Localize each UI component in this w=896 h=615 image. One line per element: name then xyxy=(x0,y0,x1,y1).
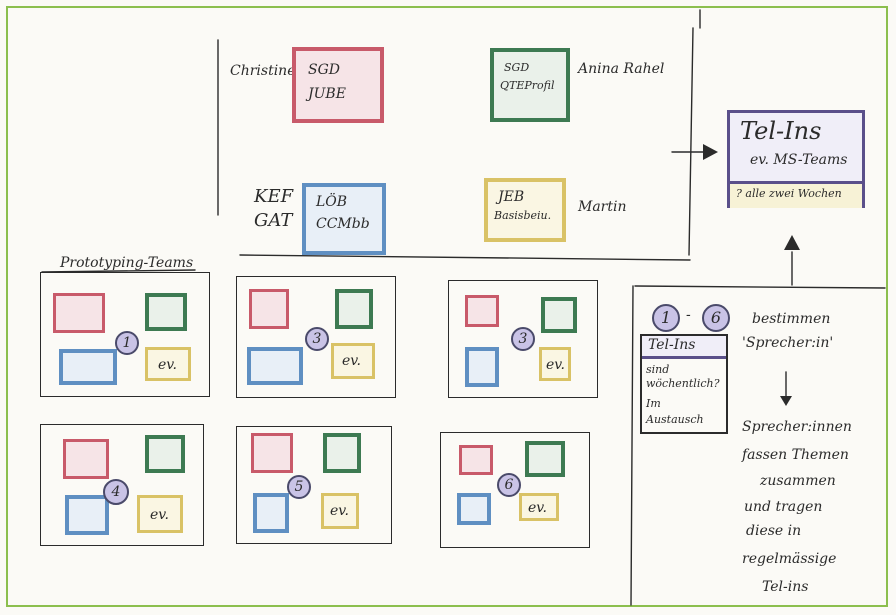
proto-group-5: ev. 5 xyxy=(236,426,392,544)
proto-group-1: ev. 1 xyxy=(40,272,210,397)
mid-horizontal-divider xyxy=(239,254,691,261)
tel-ins-card-line-4: Austausch xyxy=(646,413,704,426)
proto-1-number-badge: 1 xyxy=(115,331,139,355)
anina-team-line-1: SGD xyxy=(504,61,530,74)
page-frame xyxy=(6,6,888,607)
christine-name: Christine xyxy=(230,63,296,79)
prototyping-label: Prototyping-Teams xyxy=(60,255,194,271)
down-arrowhead xyxy=(780,396,792,406)
proto-group-3: ev. 3 xyxy=(448,280,598,398)
proto-2-green-box xyxy=(335,289,373,329)
kef-team-line-1: LÖB xyxy=(316,194,348,210)
proto-4-number-badge: 4 xyxy=(103,479,129,505)
tel-ins-top-footer-band: ? alle zwei Wochen xyxy=(730,181,862,208)
anina-name: Anina Rahel xyxy=(578,61,665,77)
tel-ins-card-title: Tel-Ins xyxy=(648,337,696,353)
martin-team-box: JEB Basisbeiu. xyxy=(484,178,566,242)
sprecher-line-4: und tragen xyxy=(744,499,823,515)
range-end-badge: 6 xyxy=(702,304,730,332)
martin-team-line-2: Basisbeiu. xyxy=(494,209,552,222)
proto-1-blue-box xyxy=(59,349,117,385)
sprecher-line-5: diese in xyxy=(746,523,802,539)
anina-team-line-2: QTEProfil xyxy=(500,79,555,92)
kef-team-box: LÖB CCMbb xyxy=(302,183,386,255)
proto-3-number-badge: 3 xyxy=(511,327,535,351)
proto-2-blue-box xyxy=(247,347,303,385)
kef-name-line-1: KEF xyxy=(254,186,294,207)
proto-2-yellow-box: ev. xyxy=(331,343,375,379)
martin-name: Martin xyxy=(578,199,627,215)
prototyping-underline xyxy=(41,269,196,273)
sprecher-line-6: regelmässige xyxy=(742,551,837,567)
tel-ins-card: Tel-Ins sind wöchentlich? Im Austausch xyxy=(640,334,728,434)
top-right-divider xyxy=(688,27,694,256)
range-dash: - xyxy=(686,307,691,323)
right-arrowhead xyxy=(703,144,718,160)
proto-2-ev: ev. xyxy=(342,353,361,369)
proto-group-6: ev. 6 xyxy=(440,432,590,548)
proto-3-ev: ev. xyxy=(546,357,565,373)
martin-team-line-1: JEB xyxy=(498,189,525,205)
proto-6-blue-box xyxy=(457,493,491,525)
proto-group-2: ev. 3 xyxy=(236,276,396,398)
tel-ins-card-line-2: wöchentlich? xyxy=(646,377,720,390)
proto-1-yellow-box: ev. xyxy=(145,347,191,381)
tel-ins-card-header: Tel-Ins xyxy=(642,336,726,359)
proto-5-red-box xyxy=(251,433,293,473)
kef-team-line-2: CCMbb xyxy=(316,216,370,232)
proto-2-number-badge: 3 xyxy=(305,327,329,351)
tel-ins-top-subtitle: ev. MS-Teams xyxy=(750,152,848,168)
christine-team-line-1: SGD xyxy=(308,62,340,78)
christine-team-box: SGD JUBE xyxy=(292,47,384,123)
proto-4-red-box xyxy=(63,439,109,479)
proto-6-ev: ev. xyxy=(528,500,547,516)
anina-team-box: SGD QTEProfil xyxy=(490,48,570,122)
proto-5-ev: ev. xyxy=(330,503,349,519)
proto-6-green-box xyxy=(525,441,565,477)
bestimmen-line-2: 'Sprecher:in' xyxy=(742,335,834,351)
proto-6-red-box xyxy=(459,445,493,475)
proto-1-ev: ev. xyxy=(158,357,177,373)
proto-group-4: ev. 4 xyxy=(40,424,204,546)
proto-5-blue-box xyxy=(253,493,289,533)
right-panel-left-line xyxy=(630,285,634,606)
tel-ins-card-line-3: Im xyxy=(646,397,661,410)
proto-3-red-box xyxy=(465,295,499,327)
bestimmen-line-1: bestimmen xyxy=(752,311,831,327)
proto-1-red-box xyxy=(53,293,105,333)
tel-ins-top-box: Tel-Ins ev. MS-Teams ? alle zwei Wochen xyxy=(727,110,865,208)
range-start-badge: 1 xyxy=(652,304,680,332)
tel-ins-card-line-1: sind xyxy=(646,363,670,376)
proto-3-blue-box xyxy=(465,347,499,387)
proto-2-red-box xyxy=(249,289,289,329)
proto-4-blue-box xyxy=(65,495,109,535)
sprecher-line-1: Sprecher:innen xyxy=(742,419,852,435)
proto-5-yellow-box: ev. xyxy=(321,493,359,529)
christine-team-line-2: JUBE xyxy=(308,86,346,102)
proto-1-green-box xyxy=(145,293,187,331)
proto-3-green-box xyxy=(541,297,577,333)
sprecher-line-2: fassen Themen xyxy=(742,447,849,463)
right-panel-top-line xyxy=(634,285,886,289)
proto-3-yellow-box: ev. xyxy=(539,347,571,381)
kef-name-line-2: GAT xyxy=(254,210,293,231)
up-arrowhead xyxy=(784,235,800,250)
proto-4-ev: ev. xyxy=(150,507,169,523)
proto-6-yellow-box: ev. xyxy=(519,493,559,521)
proto-4-yellow-box: ev. xyxy=(137,495,183,533)
sprecher-line-7: Tel-ins xyxy=(762,579,809,595)
tel-ins-top-footer: ? alle zwei Wochen xyxy=(736,187,842,200)
tel-ins-top-title: Tel-Ins xyxy=(740,117,822,145)
proto-5-number-badge: 5 xyxy=(287,475,311,499)
proto-5-green-box xyxy=(323,433,361,473)
sprecher-line-3: zusammen xyxy=(760,473,836,489)
proto-6-number-badge: 6 xyxy=(497,473,521,497)
proto-4-green-box xyxy=(145,435,185,473)
